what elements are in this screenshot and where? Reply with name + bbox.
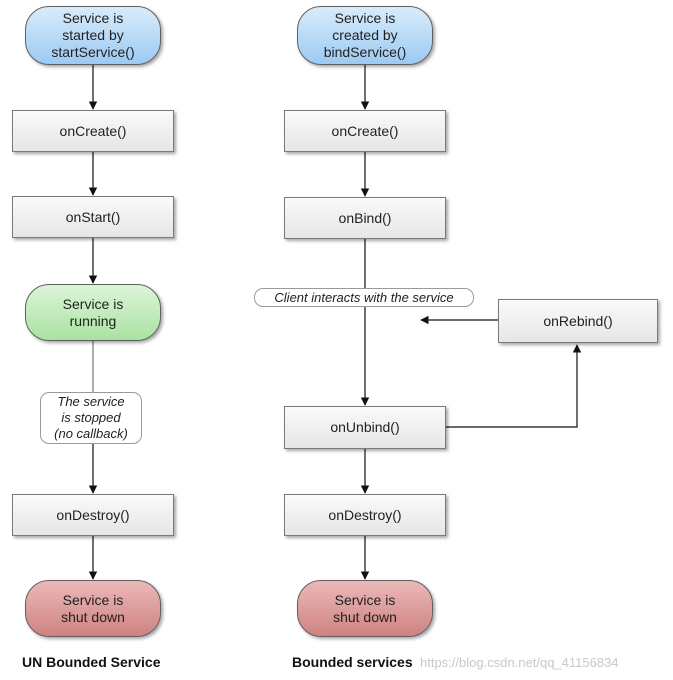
right-onunbind-box: onUnbind() bbox=[284, 406, 446, 449]
right-oncreate-label: onCreate() bbox=[331, 122, 399, 139]
left-oncreate-label: onCreate() bbox=[59, 122, 127, 139]
left-stopped-line-2: is stopped bbox=[61, 410, 121, 425]
left-start-line-1: Service is bbox=[62, 10, 124, 26]
left-stopped-note: The service is stopped (no callback) bbox=[40, 392, 142, 444]
left-start-node: Service is started by startService() bbox=[25, 6, 161, 65]
right-onunbind-label: onUnbind() bbox=[330, 419, 400, 435]
edge-onunbind-to-onrebind bbox=[445, 344, 582, 428]
right-onbind-box: onBind() bbox=[284, 197, 446, 239]
right-client-label: Client interacts with the service bbox=[274, 289, 454, 305]
left-onstart-box: onStart() bbox=[12, 196, 174, 238]
left-running-node: Service is running bbox=[25, 284, 161, 341]
right-ondestroy-box: onDestroy() bbox=[284, 494, 446, 536]
left-ondestroy-box: onDestroy() bbox=[12, 494, 174, 536]
right-caption: Bounded services bbox=[292, 654, 413, 670]
left-running-line-2: running bbox=[69, 312, 117, 329]
right-shutdown-line-1: Service is bbox=[334, 591, 396, 608]
right-oncreate-box: onCreate() bbox=[284, 110, 446, 152]
left-running-line-1: Service is bbox=[62, 295, 124, 312]
right-start-line-3: bindService() bbox=[323, 44, 407, 60]
left-shutdown-line-2: shut down bbox=[61, 608, 125, 625]
right-shutdown-node: Service is shut down bbox=[297, 580, 433, 637]
right-onrebind-box: onRebind() bbox=[498, 299, 658, 343]
left-caption: UN Bounded Service bbox=[22, 654, 161, 670]
right-client-note: Client interacts with the service bbox=[254, 288, 474, 307]
right-start-line-1: Service is bbox=[334, 10, 396, 26]
left-start-line-3: startService() bbox=[51, 44, 135, 60]
left-start-line-2: started by bbox=[62, 27, 124, 43]
left-shutdown-node: Service is shut down bbox=[25, 580, 161, 637]
right-start-line-2: created by bbox=[332, 27, 398, 43]
right-ondestroy-label: onDestroy() bbox=[328, 506, 402, 523]
left-oncreate-box: onCreate() bbox=[12, 110, 174, 152]
left-stopped-line-1: The service bbox=[57, 394, 125, 409]
left-ondestroy-label: onDestroy() bbox=[56, 506, 130, 523]
left-shutdown-line-1: Service is bbox=[62, 591, 124, 608]
left-stopped-line-3: (no callback) bbox=[54, 426, 128, 441]
watermark: https://blog.csdn.net/qq_41156834 bbox=[420, 655, 619, 670]
right-onrebind-label: onRebind() bbox=[543, 312, 613, 329]
right-shutdown-line-2: shut down bbox=[333, 608, 397, 625]
right-start-node: Service is created by bindService() bbox=[297, 6, 433, 65]
right-onbind-label: onBind() bbox=[338, 209, 392, 226]
left-onstart-label: onStart() bbox=[65, 208, 121, 225]
